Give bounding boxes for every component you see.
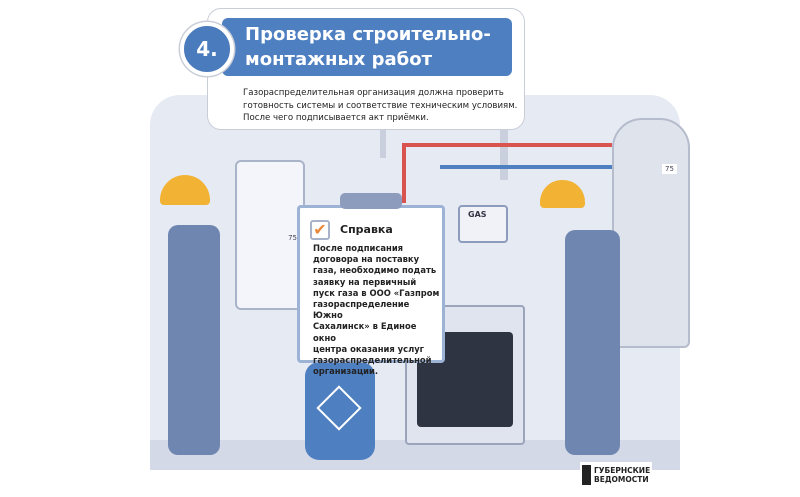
note-line: договора на поставку <box>313 254 420 265</box>
desc-line: После чего подписывается акт приёмки. <box>243 113 429 123</box>
note-line: газораспределительной <box>313 355 432 366</box>
clipboard-clip <box>340 193 402 209</box>
desc-line: Газораспределительная организация должна… <box>243 88 504 98</box>
checkmark-icon: ✔ <box>310 220 330 240</box>
step-banner <box>222 18 512 76</box>
note-line: заявку на первичный <box>313 276 417 287</box>
right-worker <box>565 230 620 455</box>
note-heading: Справка <box>340 223 393 236</box>
cold-pipe <box>440 165 620 169</box>
note-line: центра оказания услуг <box>313 343 425 354</box>
hot-pipe <box>402 143 406 203</box>
note-line: После подписания <box>313 243 404 253</box>
desc-line: готовность системы и соответствие технич… <box>243 100 518 111</box>
boiler-display: 75 <box>288 234 297 242</box>
hot-pipe <box>402 143 612 147</box>
heater-display: 75 <box>662 164 677 174</box>
note-line: организации. <box>313 366 379 377</box>
title-line: монтажных работ <box>245 49 432 70</box>
step-number: 4. <box>180 22 234 76</box>
note-line: пуск газа в ООО «Газпром <box>313 287 440 298</box>
title-line: Проверка строительно- <box>245 24 491 45</box>
note-body: После подписания договора на поставку га… <box>313 243 441 377</box>
step-title: Проверка строительно- монтажных работ <box>245 22 515 72</box>
note-line: газораспределение Южно <box>313 299 410 321</box>
logo-line: ВЕДОМОСТИ <box>594 475 649 484</box>
gas-meter-label: GAS <box>468 210 487 219</box>
publisher-logo: ГУБЕРНСКИЕ ВЕДОМОСТИ <box>580 462 652 488</box>
right-worker-helmet <box>540 180 585 208</box>
left-worker <box>168 225 220 455</box>
gas-meter: GAS <box>458 205 508 243</box>
note-line: Сахалинск» в Единое окно <box>313 321 417 343</box>
water-heater: 75 <box>612 118 690 348</box>
logo-line: ГУБЕРНСКИЕ <box>594 466 651 475</box>
note-line: газа, необходимо подать <box>313 265 437 276</box>
flammable-icon <box>316 385 362 431</box>
logo-mark-icon <box>582 465 591 485</box>
gas-cylinder <box>305 362 375 460</box>
wall-boiler: 75 <box>235 160 305 310</box>
step-description: Газораспределительная организация должна… <box>243 87 523 125</box>
